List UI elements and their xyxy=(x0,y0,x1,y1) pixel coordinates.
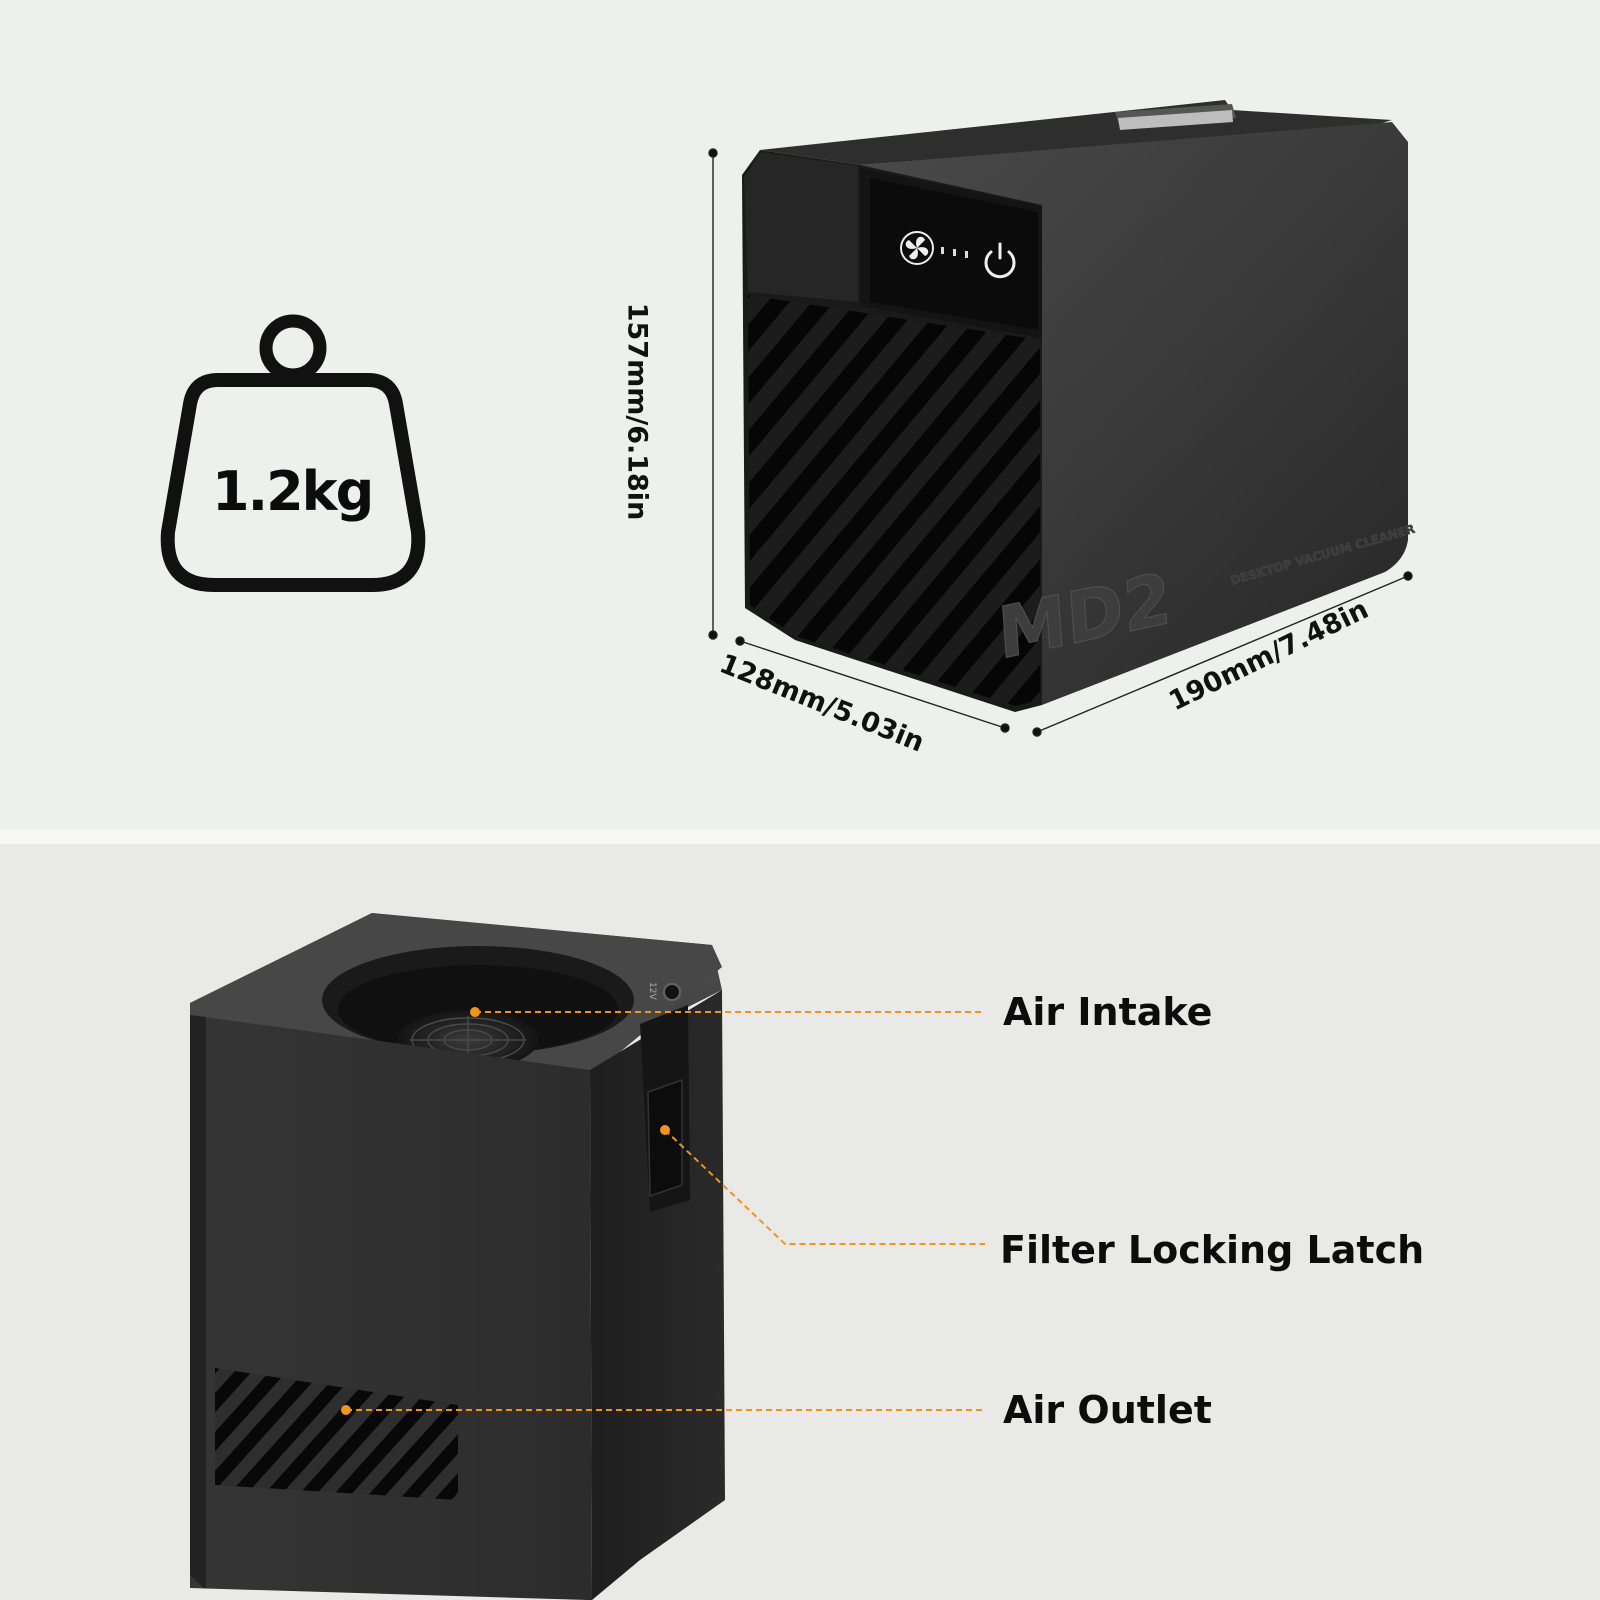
air-outlet-label: Air Outlet xyxy=(1003,1388,1212,1432)
speed-dots xyxy=(941,247,968,258)
panel-divider xyxy=(0,830,1600,844)
device-top-view: MD2 DESKTOP VACUUM CLEANER xyxy=(742,100,1417,712)
brand-mark: MD2 xyxy=(995,557,1173,676)
height-dimension-label: 157mm/6.18in xyxy=(621,302,653,521)
air-outlet-grill xyxy=(215,1368,458,1500)
filter-latch xyxy=(647,1078,683,1198)
weight-icon xyxy=(160,314,426,592)
callout-markers xyxy=(341,1007,670,1415)
filter-latch-label: Filter Locking Latch xyxy=(1000,1228,1425,1272)
power-icon xyxy=(984,242,1016,279)
callout-leaders xyxy=(346,1011,985,1411)
device-side-view: 12V xyxy=(190,913,725,1600)
weight-label: 1.2kg xyxy=(212,460,374,523)
port-label: 12V xyxy=(647,982,657,1000)
dimension-lines xyxy=(708,148,1413,737)
air-intake-label: Air Intake xyxy=(1003,990,1213,1034)
